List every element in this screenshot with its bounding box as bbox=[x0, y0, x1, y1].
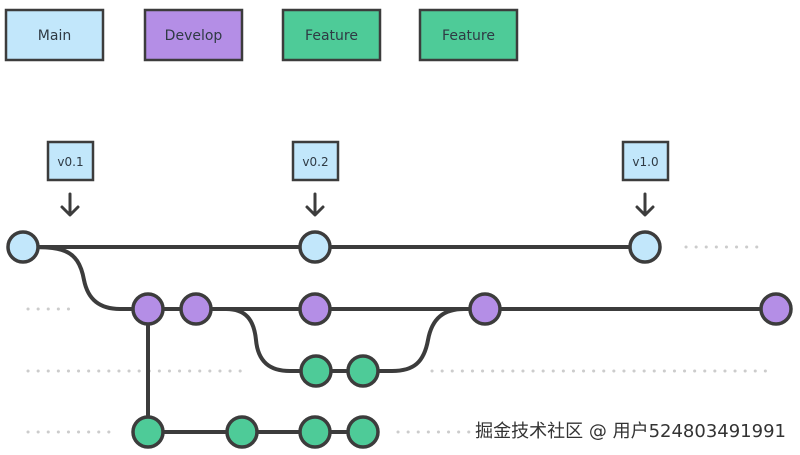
commit-main-3 bbox=[628, 230, 662, 264]
legend-item-main: Main bbox=[4, 8, 105, 62]
commit-develop-5 bbox=[759, 292, 793, 326]
arrow-down-icon bbox=[635, 192, 655, 217]
tag-v0-2: v0.2 bbox=[291, 140, 340, 217]
legend-item-feature-1: Feature bbox=[281, 8, 382, 62]
tag-v1-0: v1.0 bbox=[621, 140, 670, 217]
branch-lines bbox=[21, 245, 778, 434]
version-tags: v0.1 v0.2 v1.0 bbox=[46, 140, 670, 217]
commit-main-1 bbox=[6, 230, 40, 264]
arrow-down-icon bbox=[305, 192, 325, 217]
commit-feature2-2 bbox=[225, 415, 259, 449]
develop-to-feature1-curve bbox=[194, 307, 318, 373]
dotted-guides bbox=[26, 245, 768, 434]
commit-feature1-1 bbox=[299, 354, 333, 388]
commit-feature2-4 bbox=[346, 415, 380, 449]
feature1-to-develop-curve bbox=[361, 307, 487, 373]
commit-develop-1 bbox=[131, 292, 165, 326]
commit-develop-4 bbox=[468, 292, 502, 326]
tag-label-v1-0: v1.0 bbox=[632, 155, 658, 169]
arrow-down-icon bbox=[60, 192, 80, 217]
watermark: 掘金技术社区 @ 用户524803491991 bbox=[475, 421, 786, 442]
commit-feature2-3 bbox=[298, 415, 332, 449]
commit-main-2 bbox=[298, 230, 332, 264]
commits bbox=[6, 230, 793, 449]
legend-label-main: Main bbox=[38, 28, 71, 44]
commit-develop-2 bbox=[179, 292, 213, 326]
tag-label-v0-2: v0.2 bbox=[302, 155, 328, 169]
legend-label-feature-1: Feature bbox=[305, 28, 358, 44]
legend-item-develop: Develop bbox=[143, 8, 244, 62]
legend-label-develop: Develop bbox=[165, 28, 223, 44]
legend-item-feature-2: Feature bbox=[418, 8, 519, 62]
legend: Main Develop Feature Feature bbox=[4, 8, 519, 62]
watermark-text: 掘金技术社区 @ 用户524803491991 bbox=[475, 421, 786, 442]
tag-v0-1: v0.1 bbox=[46, 140, 95, 217]
commit-develop-3 bbox=[298, 292, 332, 326]
tag-label-v0-1: v0.1 bbox=[57, 155, 83, 169]
commit-feature1-2 bbox=[346, 354, 380, 388]
commit-feature2-1 bbox=[131, 415, 165, 449]
legend-label-feature-2: Feature bbox=[442, 28, 495, 44]
main-to-develop-curve bbox=[21, 245, 150, 311]
